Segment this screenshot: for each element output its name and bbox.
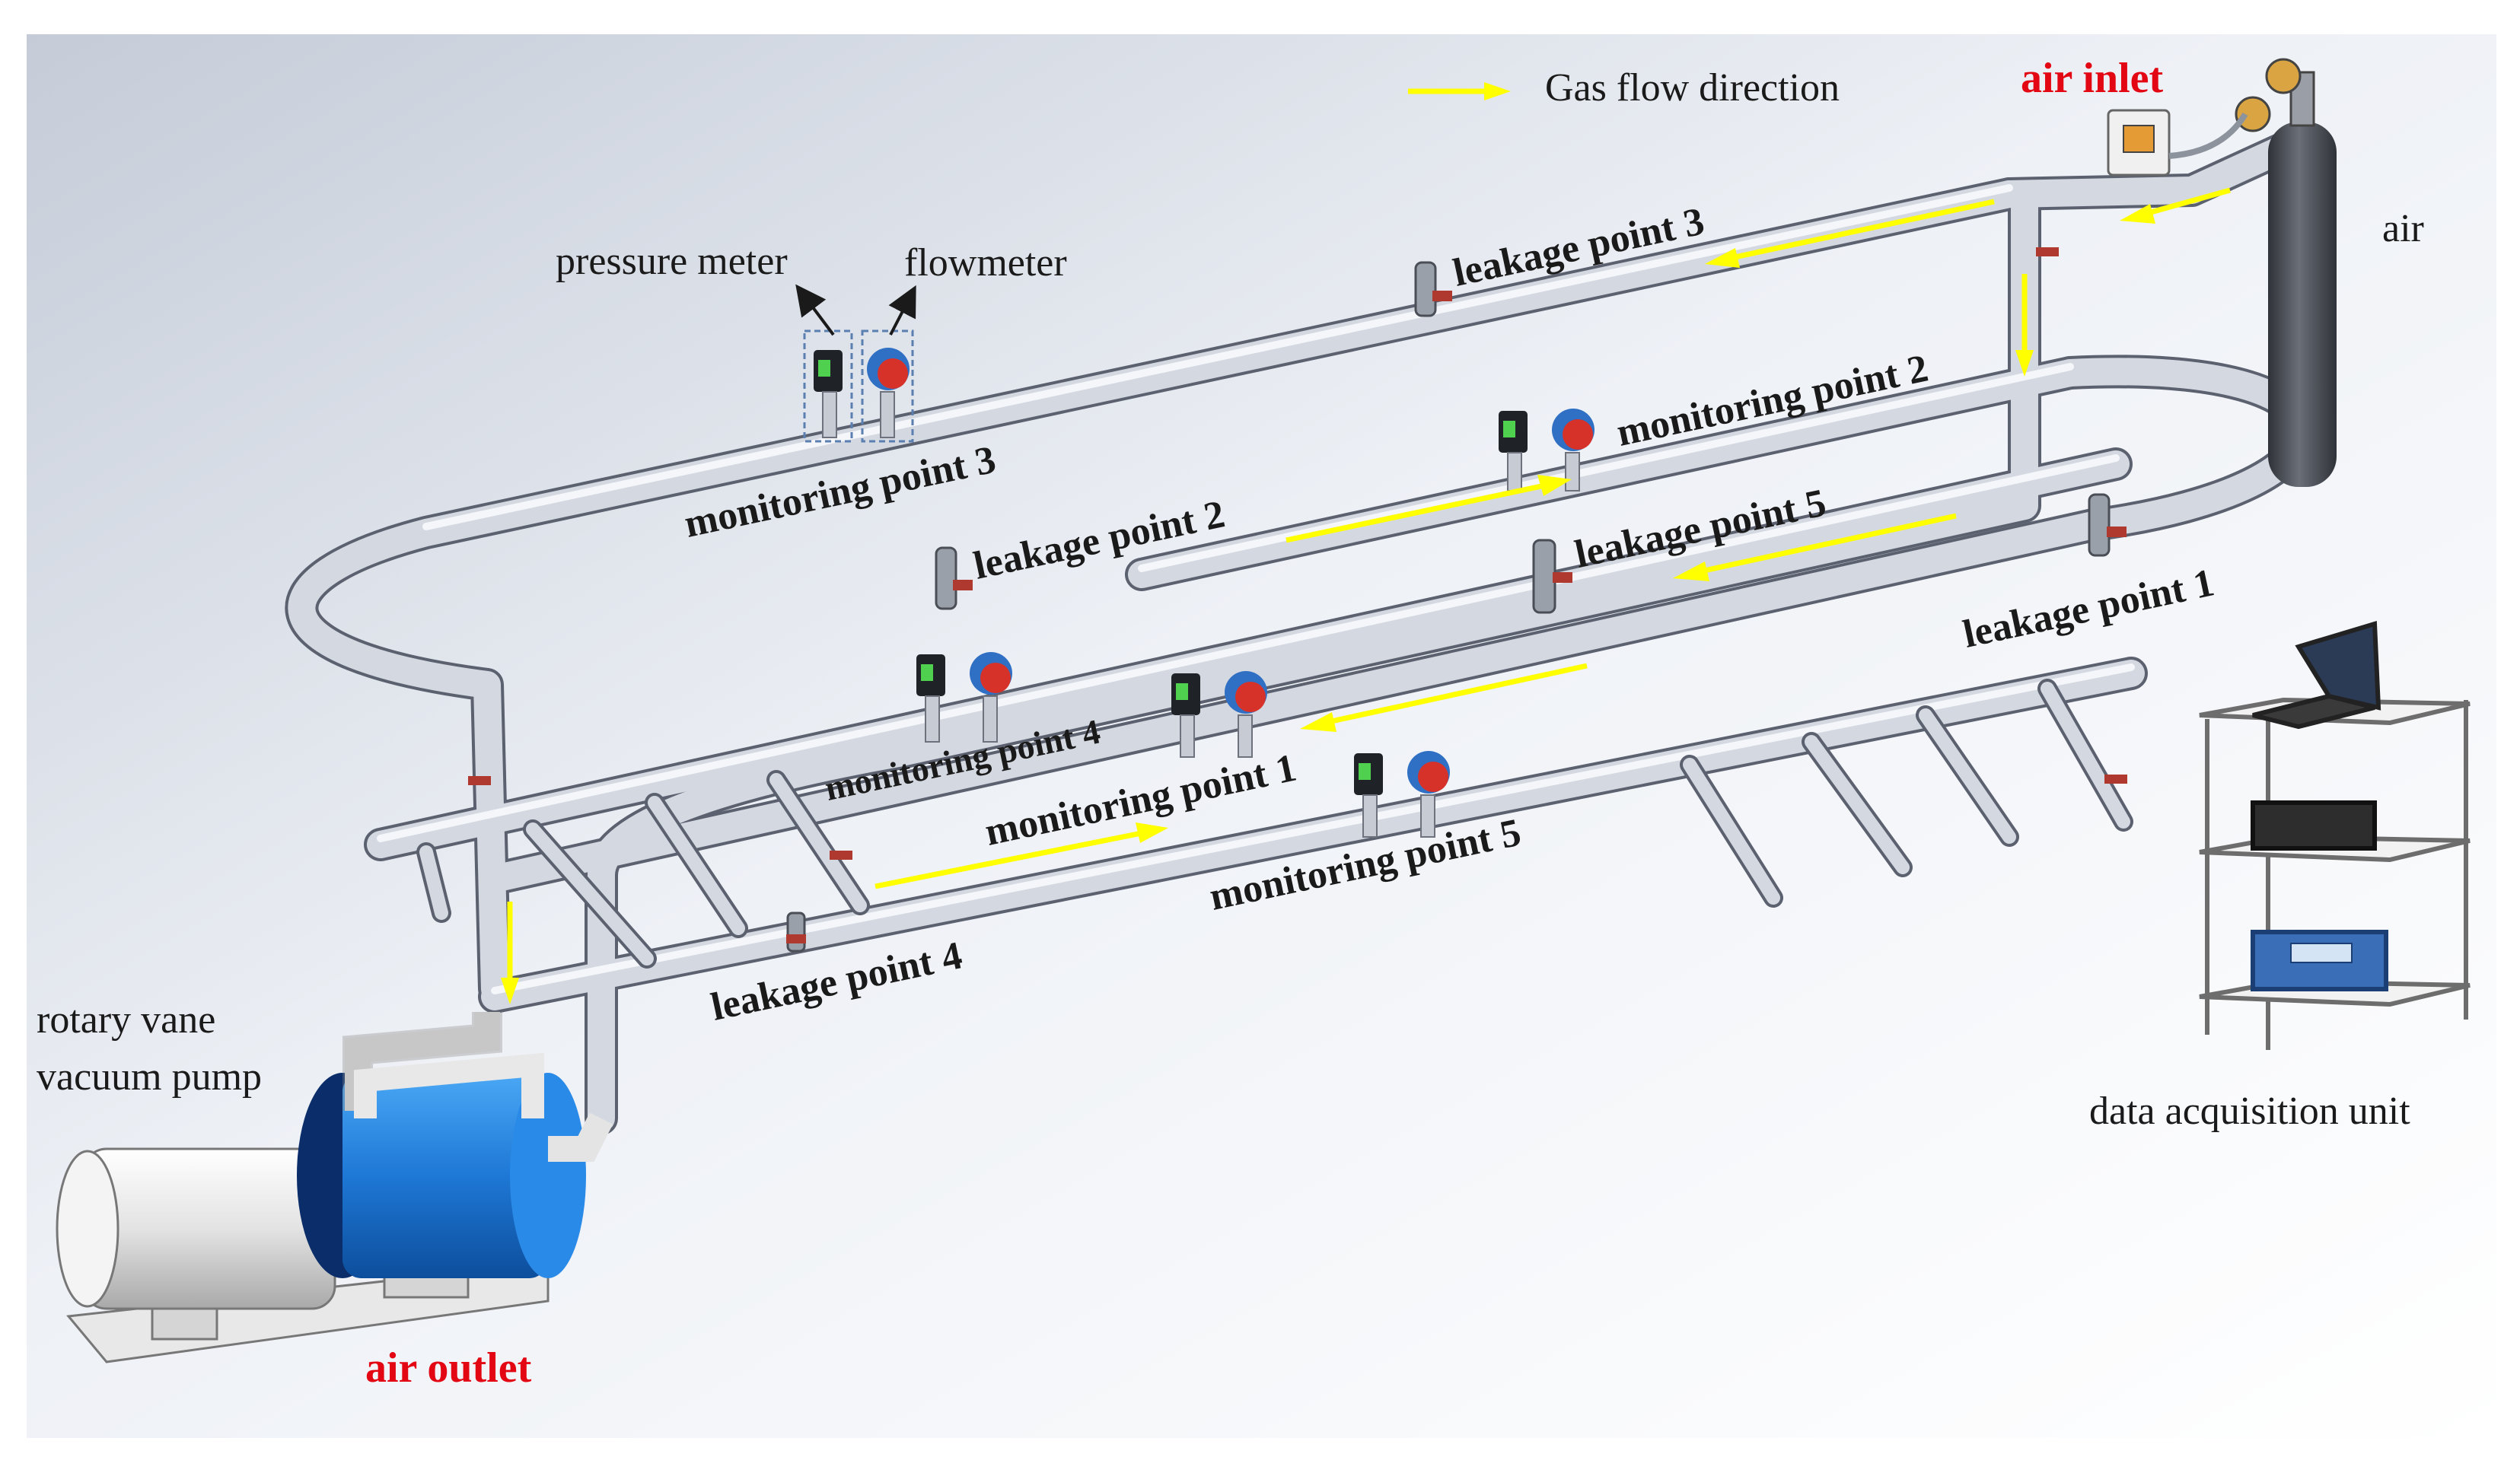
flow-arrow-down <box>2015 274 2034 377</box>
flow-arrow-4 <box>875 822 1168 889</box>
inlet-hose <box>2168 112 2248 159</box>
flowmeter-label: flowmeter <box>904 241 1067 285</box>
pressure-meter-label: pressure meter <box>556 240 788 283</box>
pump-rear-face <box>510 1073 586 1278</box>
laptop-screen <box>2295 621 2381 711</box>
side-valve-c <box>830 851 852 860</box>
air-supply <box>2107 58 2337 487</box>
flow-arrow-1 <box>1300 663 1588 732</box>
monitoring-station-4 <box>916 652 1012 743</box>
monitoring-station-1 <box>1171 671 1267 758</box>
pump-second-loop <box>354 1052 544 1118</box>
flow-arrow-5 <box>1673 513 1957 581</box>
outlet-pipe <box>548 1112 613 1162</box>
data-logger-screen <box>2290 943 2353 963</box>
flowmeter-highlight-box <box>861 329 914 443</box>
instrument-box <box>2251 800 2377 851</box>
legend-arrow <box>1408 82 1511 100</box>
regulator-gauge-a <box>2235 96 2271 132</box>
side-valve-d <box>2104 775 2127 784</box>
data-logger <box>2251 930 2388 991</box>
data-acquisition-rack <box>2199 621 2471 1050</box>
regulator-gauge-b <box>2265 58 2302 94</box>
side-valve-b <box>468 776 491 785</box>
data-acquisition-label: data acquisition unit <box>2089 1090 2410 1133</box>
flow-arrow-inlet <box>2120 187 2231 224</box>
pressure-meter-pointer <box>795 284 835 336</box>
flow-arrows <box>501 82 2231 1004</box>
monitoring-station-5 <box>1354 751 1450 838</box>
air-outlet-label: air outlet <box>365 1344 532 1392</box>
flowmeter-pointer <box>888 285 916 336</box>
leak-valve-5 <box>1532 539 1572 614</box>
vacuum-pump <box>56 1012 613 1363</box>
air-cylinder <box>2268 122 2337 487</box>
air-label: air <box>2382 207 2424 250</box>
pressure-meter-highlight-box <box>803 329 853 443</box>
side-valve-a <box>2036 247 2059 256</box>
motor-end-cap <box>56 1150 119 1308</box>
air-inlet-label: air inlet <box>2021 55 2164 102</box>
pump-label-line1: rotary vane <box>37 998 216 1042</box>
leak-valve-3 <box>1414 261 1452 317</box>
leak-valve-1 <box>2088 493 2127 557</box>
pump-label-line2: vacuum pump <box>37 1055 263 1099</box>
inlet-controller-screen <box>2123 125 2155 153</box>
flow-arrow-vertical <box>501 902 519 1004</box>
flow-arrow-top <box>1705 199 1995 268</box>
legend-text: Gas flow direction <box>1545 66 1840 110</box>
meters <box>795 284 1595 838</box>
monitoring-station-2 <box>1499 409 1595 492</box>
pump-housing <box>342 1073 548 1278</box>
leak-valve-4 <box>786 911 806 953</box>
flow-arrow-mid <box>1285 475 1572 543</box>
leak-valve-2 <box>935 546 973 610</box>
leakage-valves <box>468 247 2127 953</box>
monitoring-station-3 <box>803 329 914 443</box>
pipe-network <box>285 132 2318 1135</box>
